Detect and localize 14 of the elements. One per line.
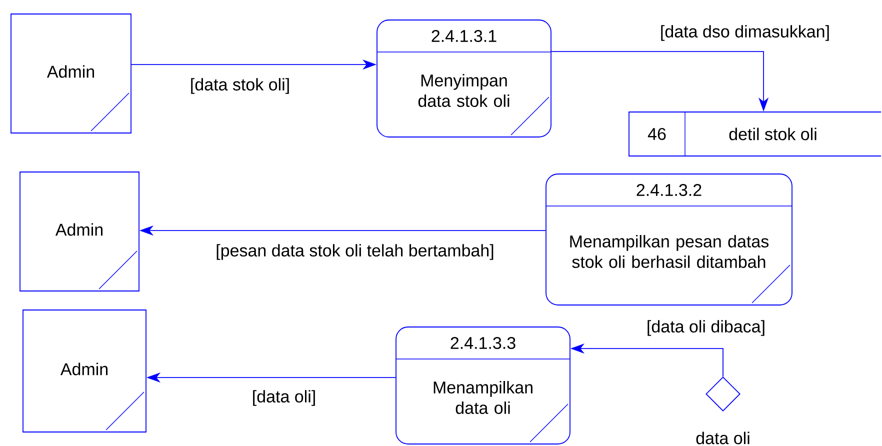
external-entity-box: Admin — [22, 310, 146, 432]
external-entity-box: Admin — [10, 14, 132, 134]
decision-diamond — [706, 376, 740, 412]
process-box: 2.4.1.3.1 Menyimpan data stok oli — [376, 20, 552, 138]
edge-label: [data oli] — [250, 389, 318, 407]
edge-label: [data oli dibaca] — [645, 319, 767, 337]
process-box: 2.4.1.3.2 Menampilkan pesan datas stok oli berhasil ditambah — [546, 174, 792, 306]
external-entity-box: Admin — [20, 172, 140, 292]
edge-label: [pesan data stok oli telah bertambah] — [214, 243, 496, 261]
edge-label: [data stok oli] — [188, 77, 292, 95]
node-caption: data oli — [696, 432, 750, 444]
edge-label: [data dso dimasukkan] — [658, 24, 832, 42]
data-store: 46 detil stok oli — [628, 112, 882, 156]
process-box: 2.4.1.3.3 Menampilkan data oli — [396, 326, 570, 444]
